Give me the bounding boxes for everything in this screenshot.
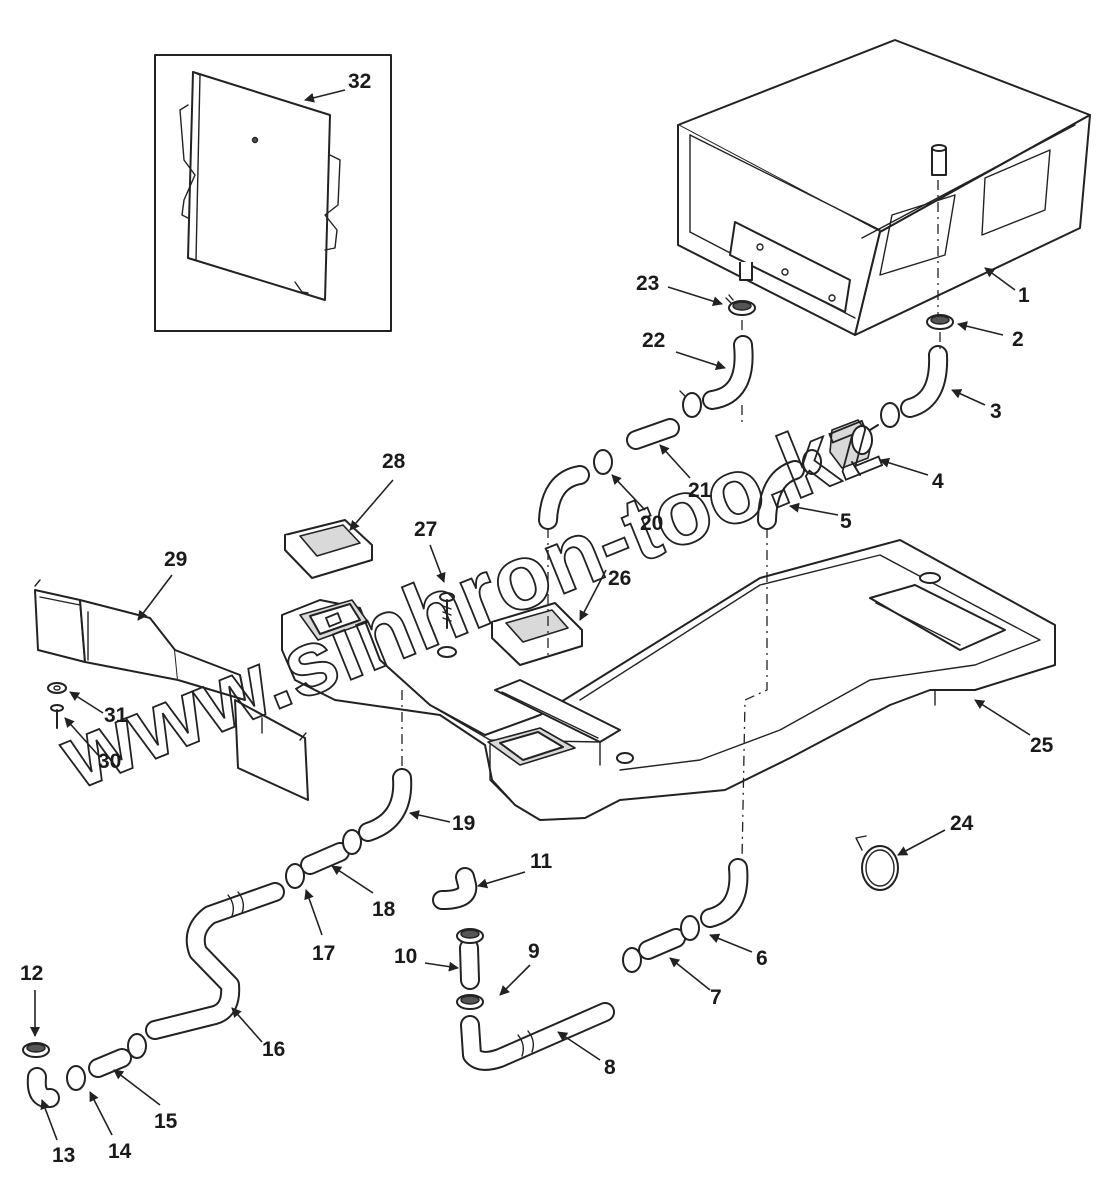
center-lines bbox=[401, 180, 941, 861]
clamp-22-lower bbox=[679, 390, 702, 418]
callout-3: 3 bbox=[990, 400, 1002, 423]
part-15-connector bbox=[88, 1048, 132, 1078]
part-18-connector bbox=[300, 842, 350, 875]
callout-10: 10 bbox=[394, 945, 417, 968]
callout-27: 27 bbox=[414, 518, 437, 541]
clamp-6-lower bbox=[680, 915, 700, 941]
part-1-tank bbox=[677, 39, 1091, 336]
callout-32: 32 bbox=[348, 70, 371, 93]
callout-labels: 1 2 3 4 5 6 7 8 9 10 11 12 13 14 15 16 1… bbox=[20, 70, 1054, 1167]
inset-frame bbox=[154, 54, 392, 332]
callout-30: 30 bbox=[98, 750, 121, 773]
callout-21: 21 bbox=[688, 479, 712, 502]
callout-11: 11 bbox=[530, 850, 553, 873]
part-3-elbow bbox=[900, 345, 949, 418]
clamp-8-right bbox=[622, 947, 642, 973]
part-6-elbow bbox=[700, 858, 749, 928]
part-11-elbow bbox=[432, 867, 478, 910]
callout-13: 13 bbox=[52, 1144, 75, 1167]
part-9-clamp bbox=[456, 928, 484, 1010]
callout-24: 24 bbox=[950, 812, 974, 835]
part-31-washer bbox=[47, 682, 67, 694]
callout-16: 16 bbox=[262, 1038, 285, 1061]
callout-17: 17 bbox=[312, 942, 335, 965]
part-8-long-tube bbox=[460, 1002, 615, 1071]
part-27-screw bbox=[437, 592, 457, 658]
part-24-clamp bbox=[855, 835, 899, 891]
callout-4: 4 bbox=[932, 470, 944, 493]
part-28-cup bbox=[284, 519, 373, 579]
callout-19: 19 bbox=[452, 812, 475, 835]
part-4-valve bbox=[802, 419, 879, 476]
leader-lines bbox=[30, 89, 1031, 1141]
callout-9: 9 bbox=[528, 940, 540, 963]
callout-23: 23 bbox=[636, 272, 659, 295]
part-30-screw bbox=[50, 704, 64, 729]
callout-15: 15 bbox=[154, 1110, 178, 1133]
part-32-panel bbox=[179, 71, 341, 301]
callout-6: 6 bbox=[756, 947, 768, 970]
part-20-tube bbox=[538, 465, 590, 530]
part-23-clamp bbox=[725, 294, 756, 316]
part-26-cup bbox=[491, 602, 583, 666]
part-2-clamp bbox=[926, 314, 954, 330]
part-20-clamp bbox=[593, 449, 613, 475]
part-16-long-tube bbox=[145, 882, 285, 1040]
part-22-elbow bbox=[702, 335, 754, 410]
part-17-clamp bbox=[285, 863, 305, 889]
clamp-19-lower bbox=[342, 829, 362, 855]
part-7-connector bbox=[638, 928, 686, 960]
callout-12: 12 bbox=[20, 962, 43, 985]
part-14-clamp bbox=[66, 1065, 86, 1091]
callout-8: 8 bbox=[604, 1056, 616, 1079]
part-12-clamp bbox=[22, 1042, 50, 1058]
callout-18: 18 bbox=[372, 898, 396, 921]
part-13-elbow bbox=[26, 1067, 60, 1109]
part-19-elbow bbox=[358, 768, 413, 842]
part-29-guard bbox=[34, 579, 309, 801]
callout-22: 22 bbox=[642, 329, 665, 352]
callout-26: 26 bbox=[608, 567, 631, 590]
callout-2: 2 bbox=[1012, 328, 1024, 351]
callout-31: 31 bbox=[104, 704, 128, 727]
part-21-connector bbox=[626, 418, 680, 450]
part-10-connector bbox=[459, 938, 480, 990]
callout-7: 7 bbox=[710, 986, 722, 1009]
part-5-tube bbox=[757, 460, 805, 530]
clamp-3-lower bbox=[880, 402, 900, 428]
part-25-base bbox=[281, 539, 1056, 821]
clamp-15-right bbox=[127, 1033, 147, 1059]
callout-20: 20 bbox=[640, 512, 663, 535]
callout-1: 1 bbox=[1018, 284, 1030, 307]
callout-25: 25 bbox=[1030, 734, 1054, 757]
callout-28: 28 bbox=[382, 450, 406, 473]
callout-29: 29 bbox=[164, 548, 187, 571]
callout-5: 5 bbox=[840, 510, 852, 533]
callout-14: 14 bbox=[108, 1140, 132, 1163]
